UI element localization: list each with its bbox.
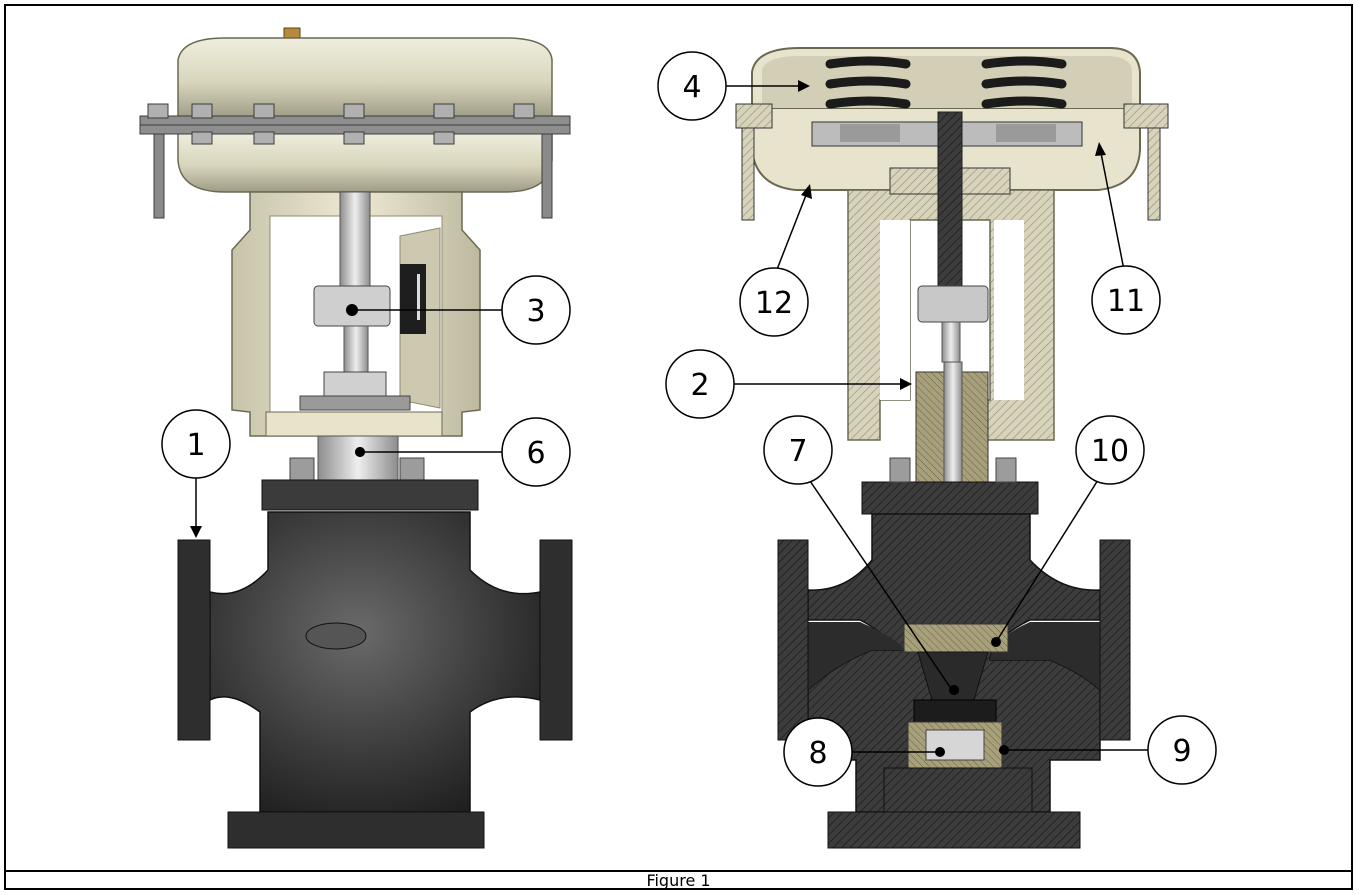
callout-3-label: 3 [526, 294, 545, 329]
callout-3: 3 [347, 275, 571, 345]
callout-6: 6 [355, 417, 571, 487]
callout-8: 8 [783, 717, 945, 787]
callout-4-label: 4 [682, 70, 701, 105]
left-valve-exterior [139, 27, 573, 849]
callout-1: 1 [161, 409, 231, 538]
callout-4: 4 [657, 51, 810, 121]
callout-10: 10 [991, 415, 1145, 647]
callout-9: 9 [999, 715, 1217, 785]
callout-1-label: 1 [186, 428, 205, 463]
callout-7: 7 [763, 415, 959, 695]
figure-caption: Figure 1 [646, 871, 711, 890]
callout-12: 12 [739, 184, 812, 337]
callout-2-label: 2 [690, 368, 709, 403]
callout-7-label: 7 [788, 434, 807, 469]
callout-8-label: 8 [808, 736, 827, 771]
right-valve-section [735, 47, 1169, 849]
callout-2: 2 [665, 349, 912, 419]
callout-10-label: 10 [1091, 434, 1129, 469]
caption-divider [4, 870, 1353, 872]
callouts: 1 3 6 4 12 [161, 51, 1217, 787]
callout-6-label: 6 [526, 436, 545, 471]
callout-11: 11 [1091, 142, 1161, 335]
callout-9-label: 9 [1172, 734, 1191, 769]
callout-11-label: 11 [1107, 284, 1145, 319]
callout-12-label: 12 [755, 286, 793, 321]
